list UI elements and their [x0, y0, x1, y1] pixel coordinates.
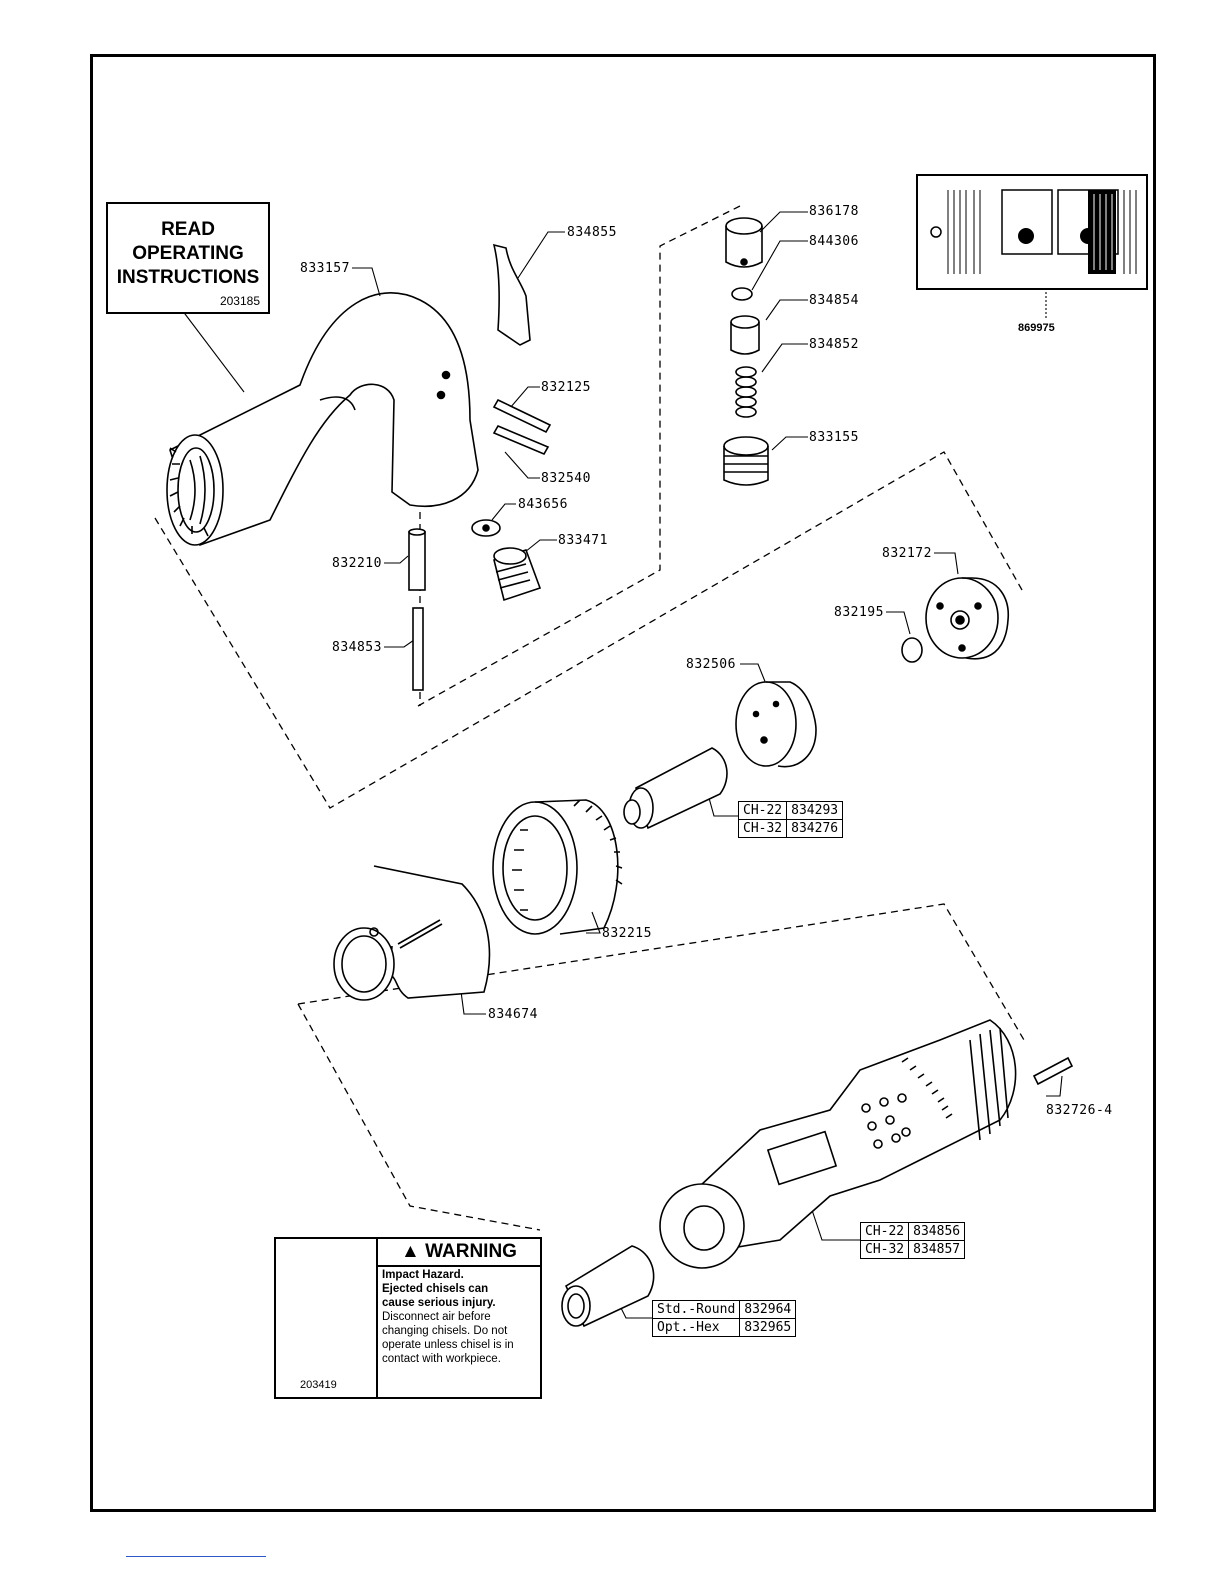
- piston-options-table: CH-22 834293 CH-32 834276: [737, 801, 844, 838]
- part-label-834854: 834854: [809, 293, 859, 308]
- part-label-832195: 832195: [834, 605, 884, 620]
- read-line-1: READ: [161, 219, 215, 240]
- part-label-832172: 832172: [882, 546, 932, 561]
- option-model: CH-22: [737, 801, 788, 820]
- read-line-3: INSTRUCTIONS: [116, 267, 260, 288]
- option-part: 834857: [908, 1240, 966, 1259]
- sleeve-834674: [333, 865, 491, 1001]
- table-row: Opt.-Hex 832965: [651, 1318, 797, 1337]
- warning-instructions: Disconnect air before changing chisels. …: [382, 1311, 514, 1365]
- warning-triangle-icon: ▲: [401, 1241, 420, 1262]
- option-part: 834276: [786, 819, 844, 838]
- read-label-part-number: 203185: [219, 294, 260, 308]
- option-type: Std.-Round: [651, 1300, 741, 1319]
- pin-832210: [408, 528, 426, 591]
- warning-bold-line-3: cause serious injury.: [382, 1297, 496, 1309]
- table-row: CH-22 834856: [859, 1222, 966, 1241]
- part-label-833157: 833157: [300, 261, 350, 276]
- warning-part-number: 203419: [300, 1379, 337, 1391]
- part-label-832540: 832540: [541, 471, 591, 486]
- part-label-834674: 834674: [488, 1007, 538, 1022]
- part-label-832125: 832125: [541, 380, 591, 395]
- pins-832125-832540: [492, 398, 552, 456]
- leader-lines: [181, 211, 1063, 1319]
- footer-rule: [126, 1556, 266, 1557]
- bushing-options-table: Std.-Round 832964 Opt.-Hex 832965: [651, 1300, 797, 1337]
- handle-body-833157: [166, 292, 479, 547]
- lever-834855: [492, 243, 531, 346]
- option-part: 832965: [739, 1318, 797, 1337]
- pin-832726-4: [1032, 1056, 1074, 1086]
- option-part: 832964: [739, 1300, 797, 1319]
- bushing-832964: [561, 1245, 655, 1328]
- table-row: CH-22 834293: [737, 801, 844, 820]
- diagram-frame: [90, 54, 1156, 1512]
- part-label-832210: 832210: [332, 556, 382, 571]
- piston-834293: [623, 747, 728, 830]
- part-label-844306: 844306: [809, 234, 859, 249]
- read-instructions-label: READ OPERATING INSTRUCTIONS 203185: [106, 202, 270, 314]
- option-part: 834293: [786, 801, 844, 820]
- warning-body: Impact Hazard. Ejected chisels can cause…: [382, 1268, 538, 1366]
- option-part: 834856: [908, 1222, 966, 1241]
- part-label-834853: 834853: [332, 640, 382, 655]
- part-label-834855: 834855: [567, 225, 617, 240]
- barrel-834856: [659, 1019, 1017, 1269]
- warning-pictogram-panel: [276, 1239, 378, 1397]
- valve-843656: [471, 519, 501, 537]
- part-label-832506: 832506: [686, 657, 736, 672]
- part-label-836178: 836178: [809, 204, 859, 219]
- valve-stack: [723, 217, 769, 486]
- part-label-832726-4: 832726-4: [1046, 1103, 1113, 1118]
- table-row: CH-32 834276: [737, 819, 844, 838]
- part-label-833155: 833155: [809, 430, 859, 445]
- part-label-832215: 832215: [602, 926, 652, 941]
- option-model: CH-32: [859, 1240, 910, 1259]
- warning-bold-line-2: Ejected chisels can: [382, 1283, 489, 1295]
- option-type: Opt.-Hex: [651, 1318, 741, 1337]
- table-row: Std.-Round 832964: [651, 1300, 797, 1319]
- read-line-2: OPERATING: [132, 243, 244, 264]
- part-label-834852: 834852: [809, 337, 859, 352]
- warning-heading: ▲ WARNING: [378, 1239, 540, 1267]
- ratchet-ring-832215: [492, 799, 623, 935]
- impact-warning-label: ▲ WARNING Impact Hazard. Ejected chisels…: [274, 1237, 542, 1399]
- cylinder-head-832172: [925, 577, 1010, 660]
- option-model: CH-32: [737, 819, 788, 838]
- tag-part-number: 869975: [1018, 322, 1055, 334]
- disc-832195: [901, 637, 923, 663]
- warning-heading-text: WARNING: [425, 1241, 517, 1262]
- part-label-843656: 843656: [518, 497, 568, 512]
- head-832506: [735, 681, 817, 768]
- part-label-833471: 833471: [558, 533, 608, 548]
- option-model: CH-22: [859, 1222, 910, 1241]
- rod-834853: [412, 607, 424, 691]
- warning-tag-artwork: [930, 189, 1137, 274]
- barrel-options-table: CH-22 834856 CH-32 834857: [859, 1222, 966, 1259]
- warning-bold-line-1: Impact Hazard.: [382, 1269, 464, 1281]
- warning-tag: [916, 174, 1148, 290]
- bushing-833471: [493, 547, 542, 602]
- table-row: CH-32 834857: [859, 1240, 966, 1259]
